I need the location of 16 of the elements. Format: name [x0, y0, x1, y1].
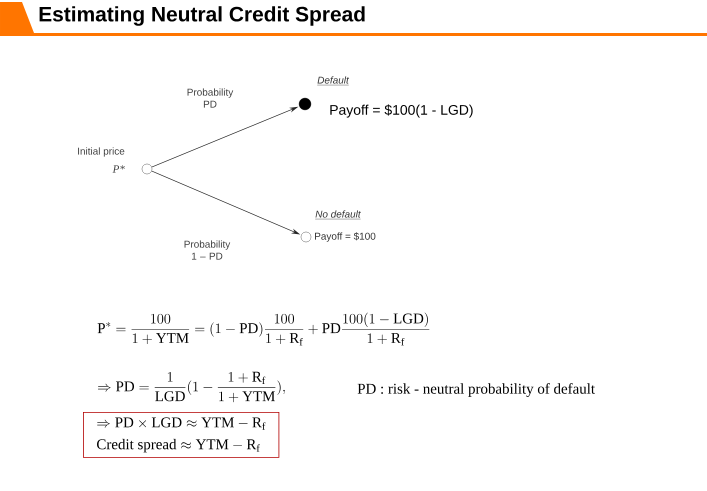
- payoff-label: Payoff = $100: [315, 232, 376, 242]
- edge-label: Probability PD: [188, 88, 234, 108]
- node-label: Initial price: [78, 147, 124, 157]
- node-circle: [142, 164, 152, 174]
- outcome-label: No default: [315, 210, 361, 220]
- equation: $\mathrm{P}^{*}=\frac{100}{1+\mathrm{YTM}}=(1-\mathrm{PD})\frac{100}{1+\mathrm{R}_{\mathrm{f}}}+\mathrm{PD}\frac{100(1-\mathrm{LGD})}{1+\mathrm{R}_{\mathrm{f}}}$: [98, 312, 430, 346]
- node-circle: [300, 232, 312, 242]
- payoff-label: Payoff = $100(1 - LGD): [330, 104, 473, 118]
- edge-label: Probability 1 – PD: [184, 240, 230, 260]
- note: PD : risk - neutral probability of default: [358, 383, 595, 397]
- node-circle: [298, 98, 312, 110]
- node-label: P*: [112, 165, 125, 173]
- highlight-box: $\Rightarrow \mathrm{PD}\times\mathrm{LGD}\approx\mathrm{YTM}-\mathrm{R}_{\mathrm{f}}$ $\text{Credit spread}\approx\mathrm{YTM}-\mathrm{R}_{\mathrm{f}}$: [83, 412, 280, 458]
- title: Estimating Neutral Credit Spread: [40, 6, 365, 26]
- equation: $\Rightarrow \mathrm{PD}=\frac{1}{\mathrm{LGD}}(1-\frac{1+\mathrm{R}_{\mathrm{f}}}{1+\mathrm{YTM}}),$: [98, 372, 285, 402]
- outcome-label: Default: [317, 76, 350, 86]
